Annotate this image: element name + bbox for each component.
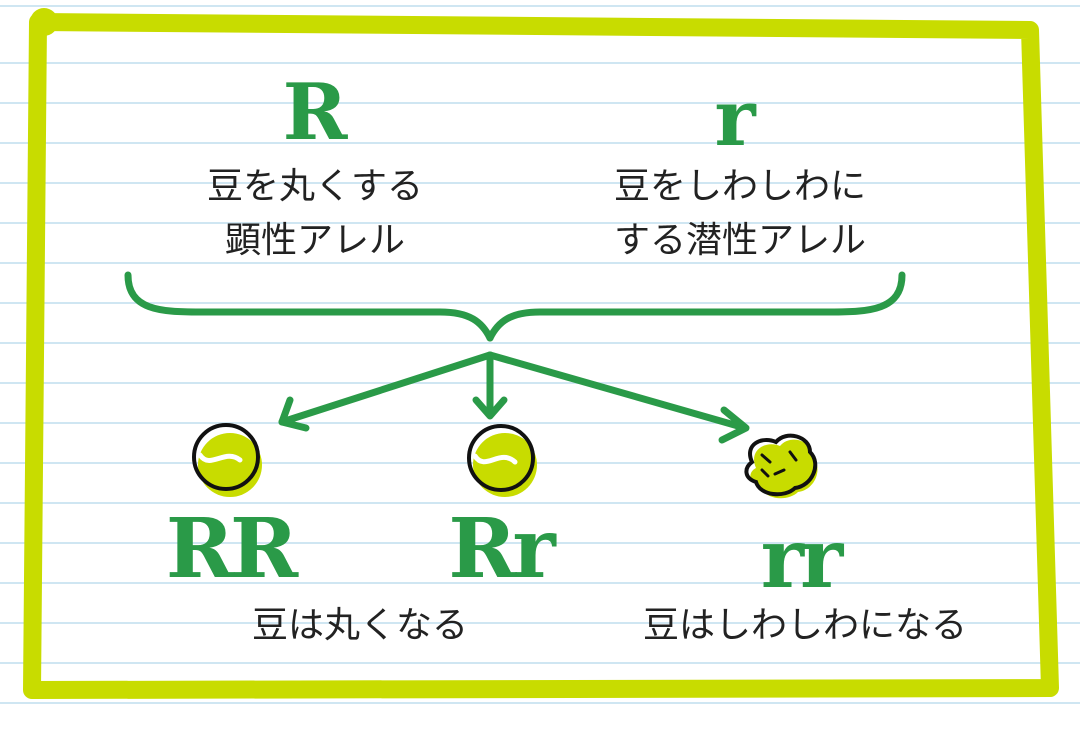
genotype-rr-hetero: Rr bbox=[448, 501, 555, 597]
allele-recessive-desc-line2: する潜性アレル bbox=[613, 220, 866, 261]
wrinkled-pea-icon-rr bbox=[744, 433, 818, 499]
allele-dominant-desc-line2: 顕性アレル bbox=[224, 220, 405, 261]
genotype-rr-recessive: rr bbox=[760, 511, 843, 607]
round-pea-icon-rr bbox=[192, 423, 262, 497]
allele-recessive-symbol: r bbox=[714, 73, 756, 164]
curly-brace bbox=[124, 271, 906, 342]
arrow-to-rr-recessive bbox=[486, 351, 749, 432]
allele-dominant-description: 豆を丸くする 顕性アレル bbox=[150, 160, 480, 268]
round-pea-icon-rr-hetero bbox=[467, 424, 537, 497]
arrows bbox=[278, 351, 750, 444]
allele-dominant-symbol: R bbox=[282, 67, 348, 158]
allele-recessive-description: 豆をしわしわに する潜性アレル bbox=[560, 160, 920, 268]
result-round: 豆は丸くなる bbox=[251, 605, 468, 646]
genotype-rr-dominant: RR bbox=[165, 501, 298, 597]
result-wrinkled: 豆はしわしわになる bbox=[642, 605, 967, 646]
arrow-to-rr-dominant bbox=[278, 351, 494, 426]
allele-recessive-desc-line1: 豆をしわしわに bbox=[613, 166, 866, 207]
allele-dominant-desc-line1: 豆を丸くする bbox=[206, 166, 423, 207]
